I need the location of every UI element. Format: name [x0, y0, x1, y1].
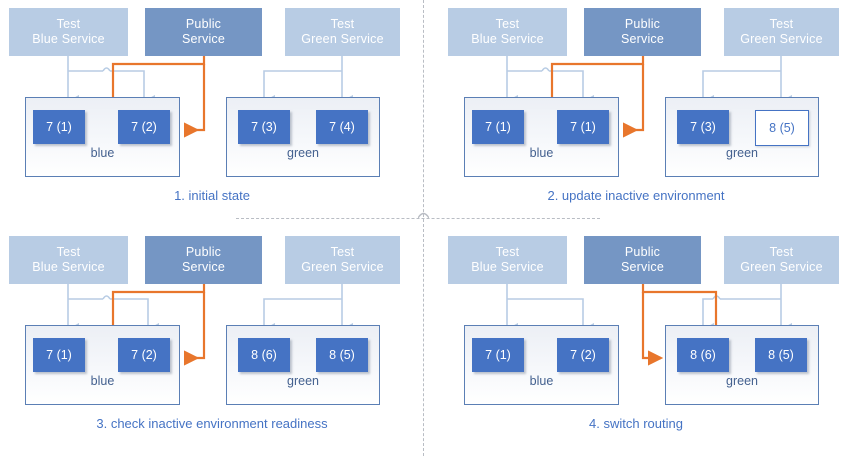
- divider-vertical: [423, 0, 424, 456]
- node-blue-1[interactable]: 7 (1): [33, 338, 85, 372]
- service-label-line2: Blue Service: [471, 32, 544, 46]
- test-green-service[interactable]: Test Green Service: [724, 8, 839, 56]
- service-label-line2: Service: [620, 32, 665, 46]
- node-blue-1[interactable]: 7 (1): [33, 110, 85, 144]
- public-service[interactable]: Public Service: [145, 236, 262, 284]
- service-label-line1: Test: [56, 17, 81, 31]
- service-label-line1: Test: [495, 17, 520, 31]
- service-label-line2: Blue Service: [32, 260, 105, 274]
- service-label-line1: Public: [624, 245, 661, 259]
- divider-jump-arc: [418, 212, 429, 218]
- env-label: green: [726, 374, 758, 388]
- node-blue-2[interactable]: 7 (2): [557, 338, 609, 372]
- public-service[interactable]: Public Service: [584, 8, 701, 56]
- node-green-2[interactable]: 7 (4): [316, 110, 368, 144]
- node-green-1[interactable]: 7 (3): [677, 110, 729, 144]
- node-green-1[interactable]: 7 (3): [238, 110, 290, 144]
- env-label: green: [287, 146, 319, 160]
- env-label: blue: [90, 146, 115, 160]
- panel-caption: 1. initial state: [174, 188, 250, 203]
- service-label-line2: Service: [181, 32, 226, 46]
- service-label-line2: Blue Service: [471, 260, 544, 274]
- env-label: green: [287, 374, 319, 388]
- service-label-line1: Public: [624, 17, 661, 31]
- service-label-line1: Public: [185, 17, 222, 31]
- service-label-line2: Service: [620, 260, 665, 274]
- test-blue-service[interactable]: Test Blue Service: [9, 236, 128, 284]
- env-label: green: [726, 146, 758, 160]
- node-green-2[interactable]: 8 (5): [755, 110, 809, 146]
- test-green-service[interactable]: Test Green Service: [285, 8, 400, 56]
- service-label-line2: Service: [181, 260, 226, 274]
- public-service[interactable]: Public Service: [584, 236, 701, 284]
- service-label-line1: Test: [769, 245, 794, 259]
- service-label-line2: Blue Service: [32, 32, 105, 46]
- public-service[interactable]: Public Service: [145, 8, 262, 56]
- node-blue-2[interactable]: 7 (2): [118, 110, 170, 144]
- service-label-line1: Test: [56, 245, 81, 259]
- panel-4: Test Blue Service Public Service Test Gr…: [424, 228, 848, 456]
- env-label: blue: [529, 146, 554, 160]
- env-label: blue: [90, 374, 115, 388]
- service-label-line1: Test: [330, 245, 355, 259]
- node-green-1[interactable]: 8 (6): [677, 338, 729, 372]
- node-green-2[interactable]: 8 (5): [755, 338, 807, 372]
- panel-caption: 3. check inactive environment readiness: [96, 416, 328, 431]
- service-label-line2: Green Service: [740, 260, 823, 274]
- test-blue-service[interactable]: Test Blue Service: [448, 8, 567, 56]
- node-blue-1[interactable]: 7 (1): [472, 110, 524, 144]
- service-label-line1: Public: [185, 245, 222, 259]
- test-green-service[interactable]: Test Green Service: [285, 236, 400, 284]
- test-blue-service[interactable]: Test Blue Service: [9, 8, 128, 56]
- panel-1: Test Blue Service Public Service Test Gr…: [0, 0, 424, 228]
- service-label-line2: Green Service: [301, 260, 384, 274]
- node-green-1[interactable]: 8 (6): [238, 338, 290, 372]
- service-label-line1: Test: [495, 245, 520, 259]
- panel-caption: 4. switch routing: [589, 416, 683, 431]
- test-blue-service[interactable]: Test Blue Service: [448, 236, 567, 284]
- node-green-2[interactable]: 8 (5): [316, 338, 368, 372]
- service-label-line1: Test: [769, 17, 794, 31]
- node-blue-2[interactable]: 7 (1): [557, 110, 609, 144]
- service-label-line2: Green Service: [301, 32, 384, 46]
- divider-horizontal: [236, 218, 600, 219]
- node-blue-1[interactable]: 7 (1): [472, 338, 524, 372]
- service-label-line1: Test: [330, 17, 355, 31]
- test-green-service[interactable]: Test Green Service: [724, 236, 839, 284]
- panel-2: Test Blue Service Public Service Test Gr…: [424, 0, 848, 228]
- node-blue-2[interactable]: 7 (2): [118, 338, 170, 372]
- service-label-line2: Green Service: [740, 32, 823, 46]
- env-label: blue: [529, 374, 554, 388]
- panel-caption: 2. update inactive environment: [547, 188, 725, 203]
- panel-3: Test Blue Service Public Service Test Gr…: [0, 228, 424, 456]
